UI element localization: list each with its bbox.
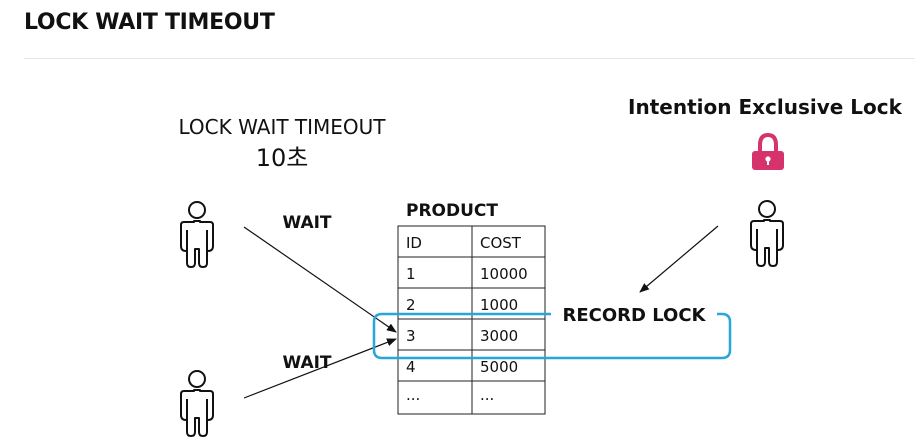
- table-cell-cost: ...: [480, 386, 494, 404]
- table-header-id: ID: [406, 234, 422, 252]
- wait-label-top: WAIT: [282, 213, 331, 233]
- wait-arrow-top: [243, 226, 397, 333]
- person-icon-right: [750, 200, 784, 267]
- timeout-label: LOCK WAIT TIMEOUT: [178, 115, 386, 139]
- intention-lock-label: Intention Exclusive Lock: [628, 95, 903, 119]
- table-cell-id: 1: [406, 265, 416, 283]
- lock-icon: [752, 132, 784, 170]
- page-heading: LOCK WAIT TIMEOUT: [24, 10, 275, 35]
- table-cell-id: 2: [406, 296, 416, 314]
- timeout-value: 10초: [256, 144, 309, 172]
- person-icon-top-left: [180, 201, 214, 268]
- heading-divider: [24, 58, 915, 59]
- table-cell-id: 4: [406, 358, 416, 376]
- person-icon-bottom-left: [180, 370, 214, 437]
- table-cell-cost: 10000: [480, 265, 528, 283]
- table-header-cost: COST: [480, 234, 522, 252]
- record-lock-label: RECORD LOCK: [562, 305, 706, 326]
- table-cell-cost: 5000: [480, 358, 518, 376]
- wait-label-bottom: WAIT: [282, 353, 331, 373]
- table-title: PRODUCT: [406, 201, 498, 221]
- wait-arrow-bottom: [243, 338, 397, 399]
- record-lock-outline: [372, 312, 732, 360]
- lock-arrow-right: [639, 225, 719, 293]
- table-cell-id: ...: [406, 386, 420, 404]
- table-cell-cost: 1000: [480, 296, 518, 314]
- table-cell-id: 3: [406, 327, 416, 345]
- table-cell-cost: 3000: [480, 327, 518, 345]
- product-table: ID COST 1 10000 2 1000 3 3000 4 5000 ...…: [397, 225, 546, 415]
